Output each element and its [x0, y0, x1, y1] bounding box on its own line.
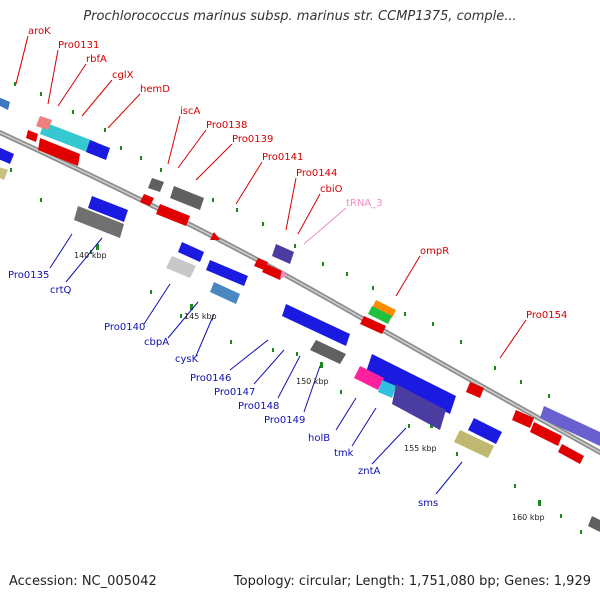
- gene-purple-a[interactable]: [272, 244, 294, 264]
- label-ompr[interactable]: ompR: [420, 246, 449, 257]
- gene-pink-arrow[interactable]: [280, 270, 288, 278]
- gene-red-h[interactable]: [466, 382, 484, 398]
- label-pro0154[interactable]: Pro0154: [526, 310, 567, 321]
- gene-purple-c[interactable]: [392, 384, 446, 430]
- gene-magenta[interactable]: [354, 366, 384, 390]
- gene-blue-b[interactable]: [88, 196, 128, 222]
- map-title: Prochlorococcus marinus subsp. marinus s…: [83, 9, 517, 24]
- label-pro0139[interactable]: Pro0139: [232, 134, 273, 145]
- gene-red-f[interactable]: [262, 264, 284, 280]
- gene-red-d[interactable]: [156, 204, 190, 226]
- gene-red-j[interactable]: [530, 422, 562, 446]
- scale-160kbp: 160 kbp: [512, 513, 545, 522]
- gene-red-i[interactable]: [512, 410, 534, 428]
- label-pro0138[interactable]: Pro0138: [206, 120, 247, 131]
- label-pro0141[interactable]: Pro0141: [262, 152, 303, 163]
- gene-khaki-left[interactable]: [0, 166, 8, 180]
- label-cbio[interactable]: cbiO: [320, 184, 343, 195]
- label-arok[interactable]: aroK: [28, 26, 51, 37]
- gene-blue-g[interactable]: [468, 418, 502, 444]
- gene-arok[interactable]: [0, 96, 10, 110]
- reverse-strand-genes: [0, 146, 600, 532]
- gene-red-a[interactable]: [26, 130, 38, 142]
- gene-steel-blue[interactable]: [210, 282, 240, 304]
- label-hemd[interactable]: hemD: [140, 84, 170, 95]
- label-pro0144[interactable]: Pro0144: [296, 168, 337, 179]
- gene-red-b[interactable]: [38, 138, 80, 166]
- gene-red-c[interactable]: [140, 194, 154, 206]
- gene-dark-d[interactable]: [310, 340, 346, 364]
- scale-150kbp: 150 kbp: [296, 377, 329, 386]
- gene-dark-b[interactable]: [170, 186, 204, 210]
- gene-blue-a[interactable]: [86, 140, 110, 160]
- callout-trna: [303, 207, 347, 245]
- gene-dark-a[interactable]: [148, 178, 164, 192]
- label-rbfa[interactable]: rbfA: [86, 54, 107, 65]
- genome-summary: Topology: circular; Length: 1,751,080 bp…: [233, 574, 591, 589]
- label-cysk[interactable]: cysK: [175, 354, 199, 365]
- label-pro0148[interactable]: Pro0148: [238, 401, 279, 412]
- scale-155kbp: 155 kbp: [404, 444, 437, 453]
- gene-cyan-block[interactable]: [40, 122, 96, 154]
- gene-pink-block[interactable]: [36, 116, 52, 130]
- label-sms[interactable]: sms: [418, 498, 438, 509]
- gene-blue-d[interactable]: [206, 260, 248, 286]
- gene-blue-e[interactable]: [282, 304, 350, 346]
- scale-145kbp: 145 kbp: [184, 312, 217, 321]
- label-cbpa[interactable]: cbpA: [144, 337, 169, 348]
- label-pro0149[interactable]: Pro0149: [264, 415, 305, 426]
- forward-gene-labels: aroK Pro0131 rbfA cglX hemD iscA Pro0138…: [28, 26, 567, 321]
- gene-green[interactable]: [368, 306, 392, 324]
- gene-light-grey[interactable]: [166, 256, 196, 278]
- reverse-gene-labels: Pro0135 crtQ Pro0140 cbpA cysK Pro0146 P…: [8, 270, 438, 509]
- label-trna-3[interactable]: tRNA_3: [346, 198, 383, 209]
- label-pro0147[interactable]: Pro0147: [214, 387, 255, 398]
- scale-140kbp: 140 kbp: [74, 251, 107, 260]
- callout-lines: [15, 35, 527, 359]
- label-pro0131[interactable]: Pro0131: [58, 40, 99, 51]
- callout-lines-reverse: [49, 233, 463, 495]
- label-pro0135[interactable]: Pro0135: [8, 270, 49, 281]
- gene-dark-c[interactable]: [74, 206, 124, 238]
- forward-strand-genes: [0, 96, 600, 464]
- label-tmk[interactable]: tmk: [334, 448, 354, 459]
- scale-labels: 140 kbp 145 kbp 150 kbp 155 kbp 160 kbp: [74, 251, 545, 522]
- label-crtq[interactable]: crtQ: [50, 285, 72, 296]
- gene-red-k[interactable]: [558, 444, 584, 464]
- gene-cyan-small[interactable]: [378, 380, 396, 398]
- gene-red-g[interactable]: [360, 316, 386, 334]
- gene-purple-b[interactable]: [540, 406, 600, 446]
- label-znta[interactable]: zntA: [358, 466, 381, 477]
- gene-blue-c[interactable]: [178, 242, 204, 262]
- gene-red-arrow[interactable]: [210, 232, 220, 240]
- label-isca[interactable]: iscA: [180, 106, 200, 117]
- genome-backbone-highlight: [0, 131, 600, 454]
- accession-label: Accession: NC_005042: [9, 574, 157, 589]
- gene-blue-f[interactable]: [366, 354, 456, 414]
- label-holb[interactable]: holB: [308, 433, 330, 444]
- gene-khaki[interactable]: [454, 430, 494, 458]
- gene-dark-right[interactable]: [588, 516, 600, 532]
- gene-orange[interactable]: [372, 300, 396, 318]
- label-cglx[interactable]: cglX: [112, 70, 134, 81]
- label-pro0140[interactable]: Pro0140: [104, 322, 145, 333]
- label-pro0146[interactable]: Pro0146: [190, 373, 231, 384]
- gene-blue-left[interactable]: [0, 146, 14, 164]
